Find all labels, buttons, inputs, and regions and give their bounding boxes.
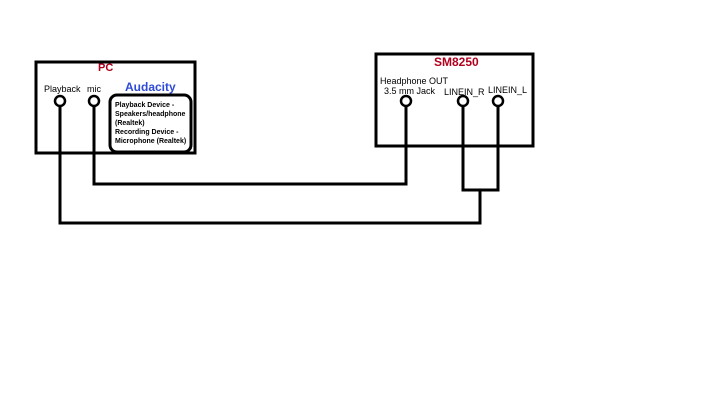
linein-l-port-circle [491,94,505,108]
headphone-port-circle [399,94,413,108]
pc-title: PC [98,62,114,74]
audacity-note-line: (Realtek) [115,120,145,127]
sm8250-box [374,52,535,148]
linein-bridge-wire [461,106,500,192]
audacity-note-line: Speakers/headphone [115,111,186,118]
playback-to-linein-wire [58,106,482,225]
audacity-title: Audacity [125,80,176,94]
audacity-note-line: Microphone (Realtek) [115,138,187,145]
playback-label: Playback [44,84,81,94]
mic-to-headphone-wire [92,106,408,186]
audacity-note-line: Playback Device - [115,102,175,109]
headphone-out-label: Headphone OUT [380,76,449,86]
linein-r-label: LINEIN_R [444,87,485,97]
linein-l-label: LINEIN_L [488,85,528,95]
sm8250-title: SM8250 [434,55,479,69]
audacity-box [108,93,193,154]
audacity-notes: Playback Device - Speakers/headphone (Re… [115,101,186,146]
linein-r-port-circle [456,94,470,108]
mic-port-circle [87,94,101,108]
playback-port-circle [53,94,67,108]
headphone-jack-label: 3.5 mm Jack [384,86,436,96]
audacity-note-line: Recording Device - [115,129,179,136]
mic-label: mic [87,84,101,94]
